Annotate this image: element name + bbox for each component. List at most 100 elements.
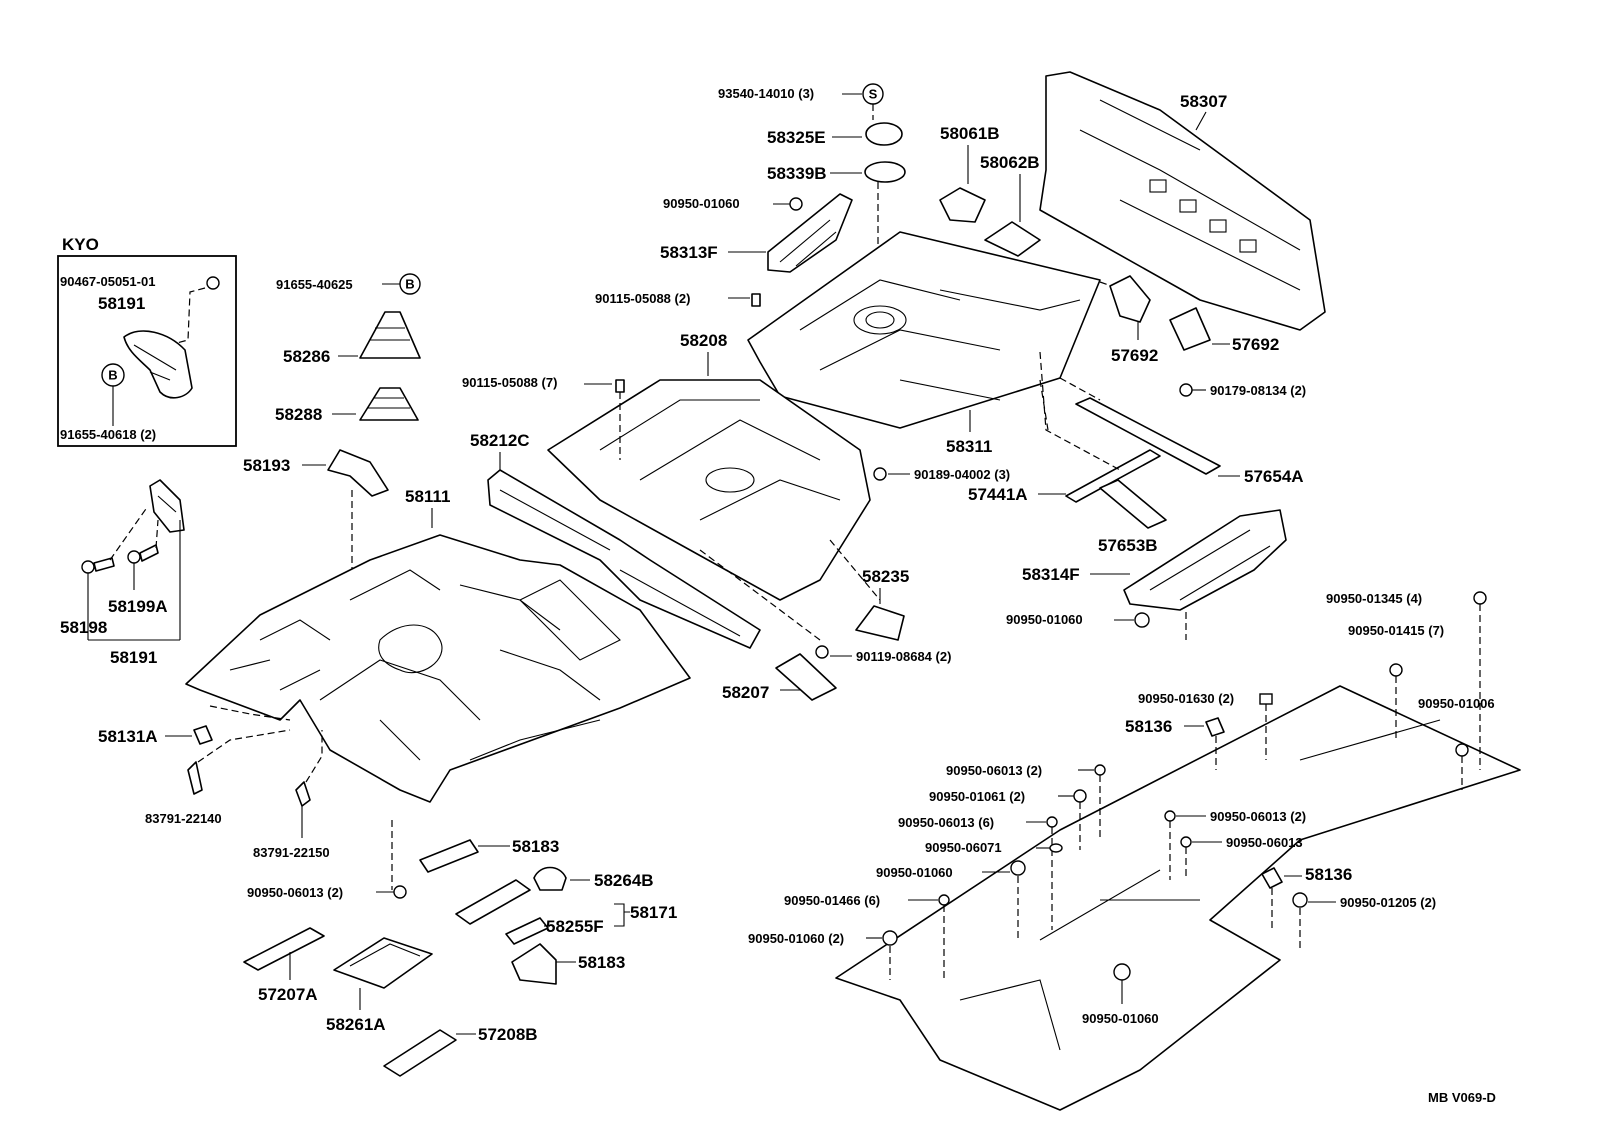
plug-90950-01060-icon [789, 197, 803, 211]
label-90179-08134[interactable]: 90179-08134 (2) [1210, 383, 1306, 398]
bracket-58235 [855, 605, 905, 641]
label-58191-left[interactable]: 58191 [110, 648, 157, 667]
label-90950-01060-d[interactable]: 90950-01060 [1082, 1011, 1159, 1026]
label-58311[interactable]: 58311 [946, 437, 992, 456]
label-58061B[interactable]: 58061B [940, 124, 1000, 143]
label-90115-05088-7[interactable]: 90115-05088 (7) [462, 375, 557, 390]
rail-57654a [1075, 397, 1221, 475]
label-58288[interactable]: 58288 [275, 405, 322, 424]
label-57653B[interactable]: 57653B [1098, 536, 1158, 555]
label-90950-06013-2-a[interactable]: 90950-06013 (2) [946, 763, 1042, 778]
bracket-57692-right [1169, 307, 1211, 351]
label-91655-40618[interactable]: 91655-40618 (2) [60, 427, 156, 442]
label-57441A[interactable]: 57441A [968, 485, 1028, 504]
bracket-58261a [333, 937, 433, 989]
label-58183-top[interactable]: 58183 [512, 837, 559, 856]
label-58131A[interactable]: 58131A [98, 727, 158, 746]
label-90119-08684[interactable]: 90119-08684 (2) [856, 649, 951, 664]
label-58261A[interactable]: 58261A [326, 1015, 386, 1034]
label-90950-01415[interactable]: 90950-01415 (7) [1348, 623, 1444, 638]
label-58136-bottom[interactable]: 58136 [1305, 865, 1352, 884]
label-57692-left[interactable]: 57692 [1111, 346, 1158, 365]
label-90115-05088-2[interactable]: 90115-05088 (2) [595, 291, 690, 306]
clip-58136-top [1205, 717, 1225, 737]
label-58193[interactable]: 58193 [243, 456, 290, 475]
bracket-58061b [939, 187, 986, 223]
label-58212C[interactable]: 58212C [470, 431, 530, 450]
plug-01060-d-icon [1113, 963, 1131, 981]
bracket-58193 [327, 449, 389, 497]
center-top-group: 93540-14010 (3) S 58325E 58339B 90950-01… [595, 83, 1041, 315]
label-58314F[interactable]: 58314F [1022, 565, 1080, 584]
label-57692-right[interactable]: 57692 [1232, 335, 1279, 354]
label-58208[interactable]: 58208 [680, 331, 727, 350]
bracket-58183-bottom [511, 943, 557, 985]
rear-floor-pan-58311: 58311 [747, 231, 1151, 456]
label-58207[interactable]: 58207 [722, 683, 769, 702]
label-90950-01060-top[interactable]: 90950-01060 [663, 196, 740, 211]
label-91655-40625[interactable]: 91655-40625 [276, 277, 353, 292]
cap-58325e [865, 122, 903, 146]
label-58062B[interactable]: 58062B [980, 153, 1040, 172]
label-58307[interactable]: 58307 [1180, 92, 1227, 111]
bolt-58198-icon [81, 560, 95, 574]
plug-01466-icon [938, 894, 950, 906]
label-90950-01060-mid[interactable]: 90950-01060 [1006, 612, 1083, 627]
label-90950-01006[interactable]: 90950-01006 [1418, 696, 1495, 711]
bracket-58191-left [149, 479, 185, 533]
label-90950-01060-c[interactable]: 90950-01060 [876, 865, 953, 880]
label-58339B[interactable]: 58339B [767, 164, 827, 183]
plug-06013-b-icon [1164, 810, 1176, 822]
plug-06013-6-icon [1046, 816, 1058, 828]
bottom-left-parts: 58183 58264B 90950-06013 (2) 58255F 5817… [243, 820, 677, 1077]
label-90950-06013[interactable]: 90950-06013 [1226, 835, 1303, 850]
label-58136-top[interactable]: 58136 [1125, 717, 1172, 736]
label-90950-01466[interactable]: 90950-01466 (6) [784, 893, 880, 908]
label-90950-06013-2-left[interactable]: 90950-06013 (2) [247, 885, 343, 900]
panel-58313f [767, 193, 853, 273]
label-90950-01630[interactable]: 90950-01630 (2) [1138, 691, 1234, 706]
label-58199A[interactable]: 58199A [108, 597, 168, 616]
label-57654A[interactable]: 57654A [1244, 467, 1304, 486]
label-90950-01060-2[interactable]: 90950-01060 (2) [748, 931, 844, 946]
label-57207A[interactable]: 57207A [258, 985, 318, 1004]
plug-90950-01345-icon [1473, 591, 1487, 605]
plug-01060-2-icon [882, 930, 898, 946]
label-58198[interactable]: 58198 [60, 618, 107, 637]
plug-01205-icon [1292, 892, 1308, 908]
diagram-code: MB V069-D [1428, 1090, 1496, 1105]
label-58191-inset[interactable]: 58191 [98, 294, 145, 313]
label-90950-01205[interactable]: 90950-01205 (2) [1340, 895, 1436, 910]
label-83791-22150[interactable]: 83791-22150 [253, 845, 330, 860]
back-panel-58307: 58307 [1039, 71, 1326, 331]
label-58171[interactable]: 58171 [630, 903, 677, 922]
label-90950-06071[interactable]: 90950-06071 [925, 840, 1002, 855]
label-90950-01345[interactable]: 90950-01345 (4) [1326, 591, 1422, 606]
label-58255F[interactable]: 58255F [546, 917, 604, 936]
label-83791-22140[interactable]: 83791-22140 [145, 811, 222, 826]
label-90950-06013-6[interactable]: 90950-06013 (6) [898, 815, 994, 830]
clip-83791-22140 [187, 761, 203, 795]
label-93540-14010[interactable]: 93540-14010 (3) [718, 86, 814, 101]
label-90189-04002[interactable]: 90189-04002 (3) [914, 467, 1010, 482]
plug-90950-01006-icon [1455, 743, 1469, 757]
label-58264B[interactable]: 58264B [594, 871, 654, 890]
label-58183-bottom[interactable]: 58183 [578, 953, 625, 972]
label-58235[interactable]: 58235 [862, 567, 909, 586]
label-58111[interactable]: 58111 [405, 487, 450, 506]
clip-icon [206, 276, 220, 290]
label-57208B[interactable]: 57208B [478, 1025, 538, 1044]
nut-90119-icon [815, 645, 829, 659]
label-58286[interactable]: 58286 [283, 347, 330, 366]
label-90950-06013-2-b[interactable]: 90950-06013 (2) [1210, 809, 1306, 824]
label-58313F[interactable]: 58313F [660, 243, 718, 262]
bracket-57208b [383, 1029, 457, 1077]
label-58325E[interactable]: 58325E [767, 128, 826, 147]
kyo-inset: KYO 90467-05051-01 58191 B 91655-40618 (… [57, 235, 237, 447]
label-90467-05051-01[interactable]: 90467-05051-01 [60, 274, 155, 289]
plug-90950-06013-left-icon [393, 885, 407, 899]
label-90950-01061[interactable]: 90950-01061 (2) [929, 789, 1025, 804]
plug-01061-icon [1073, 789, 1087, 803]
plug-06013-icon [1180, 836, 1192, 848]
